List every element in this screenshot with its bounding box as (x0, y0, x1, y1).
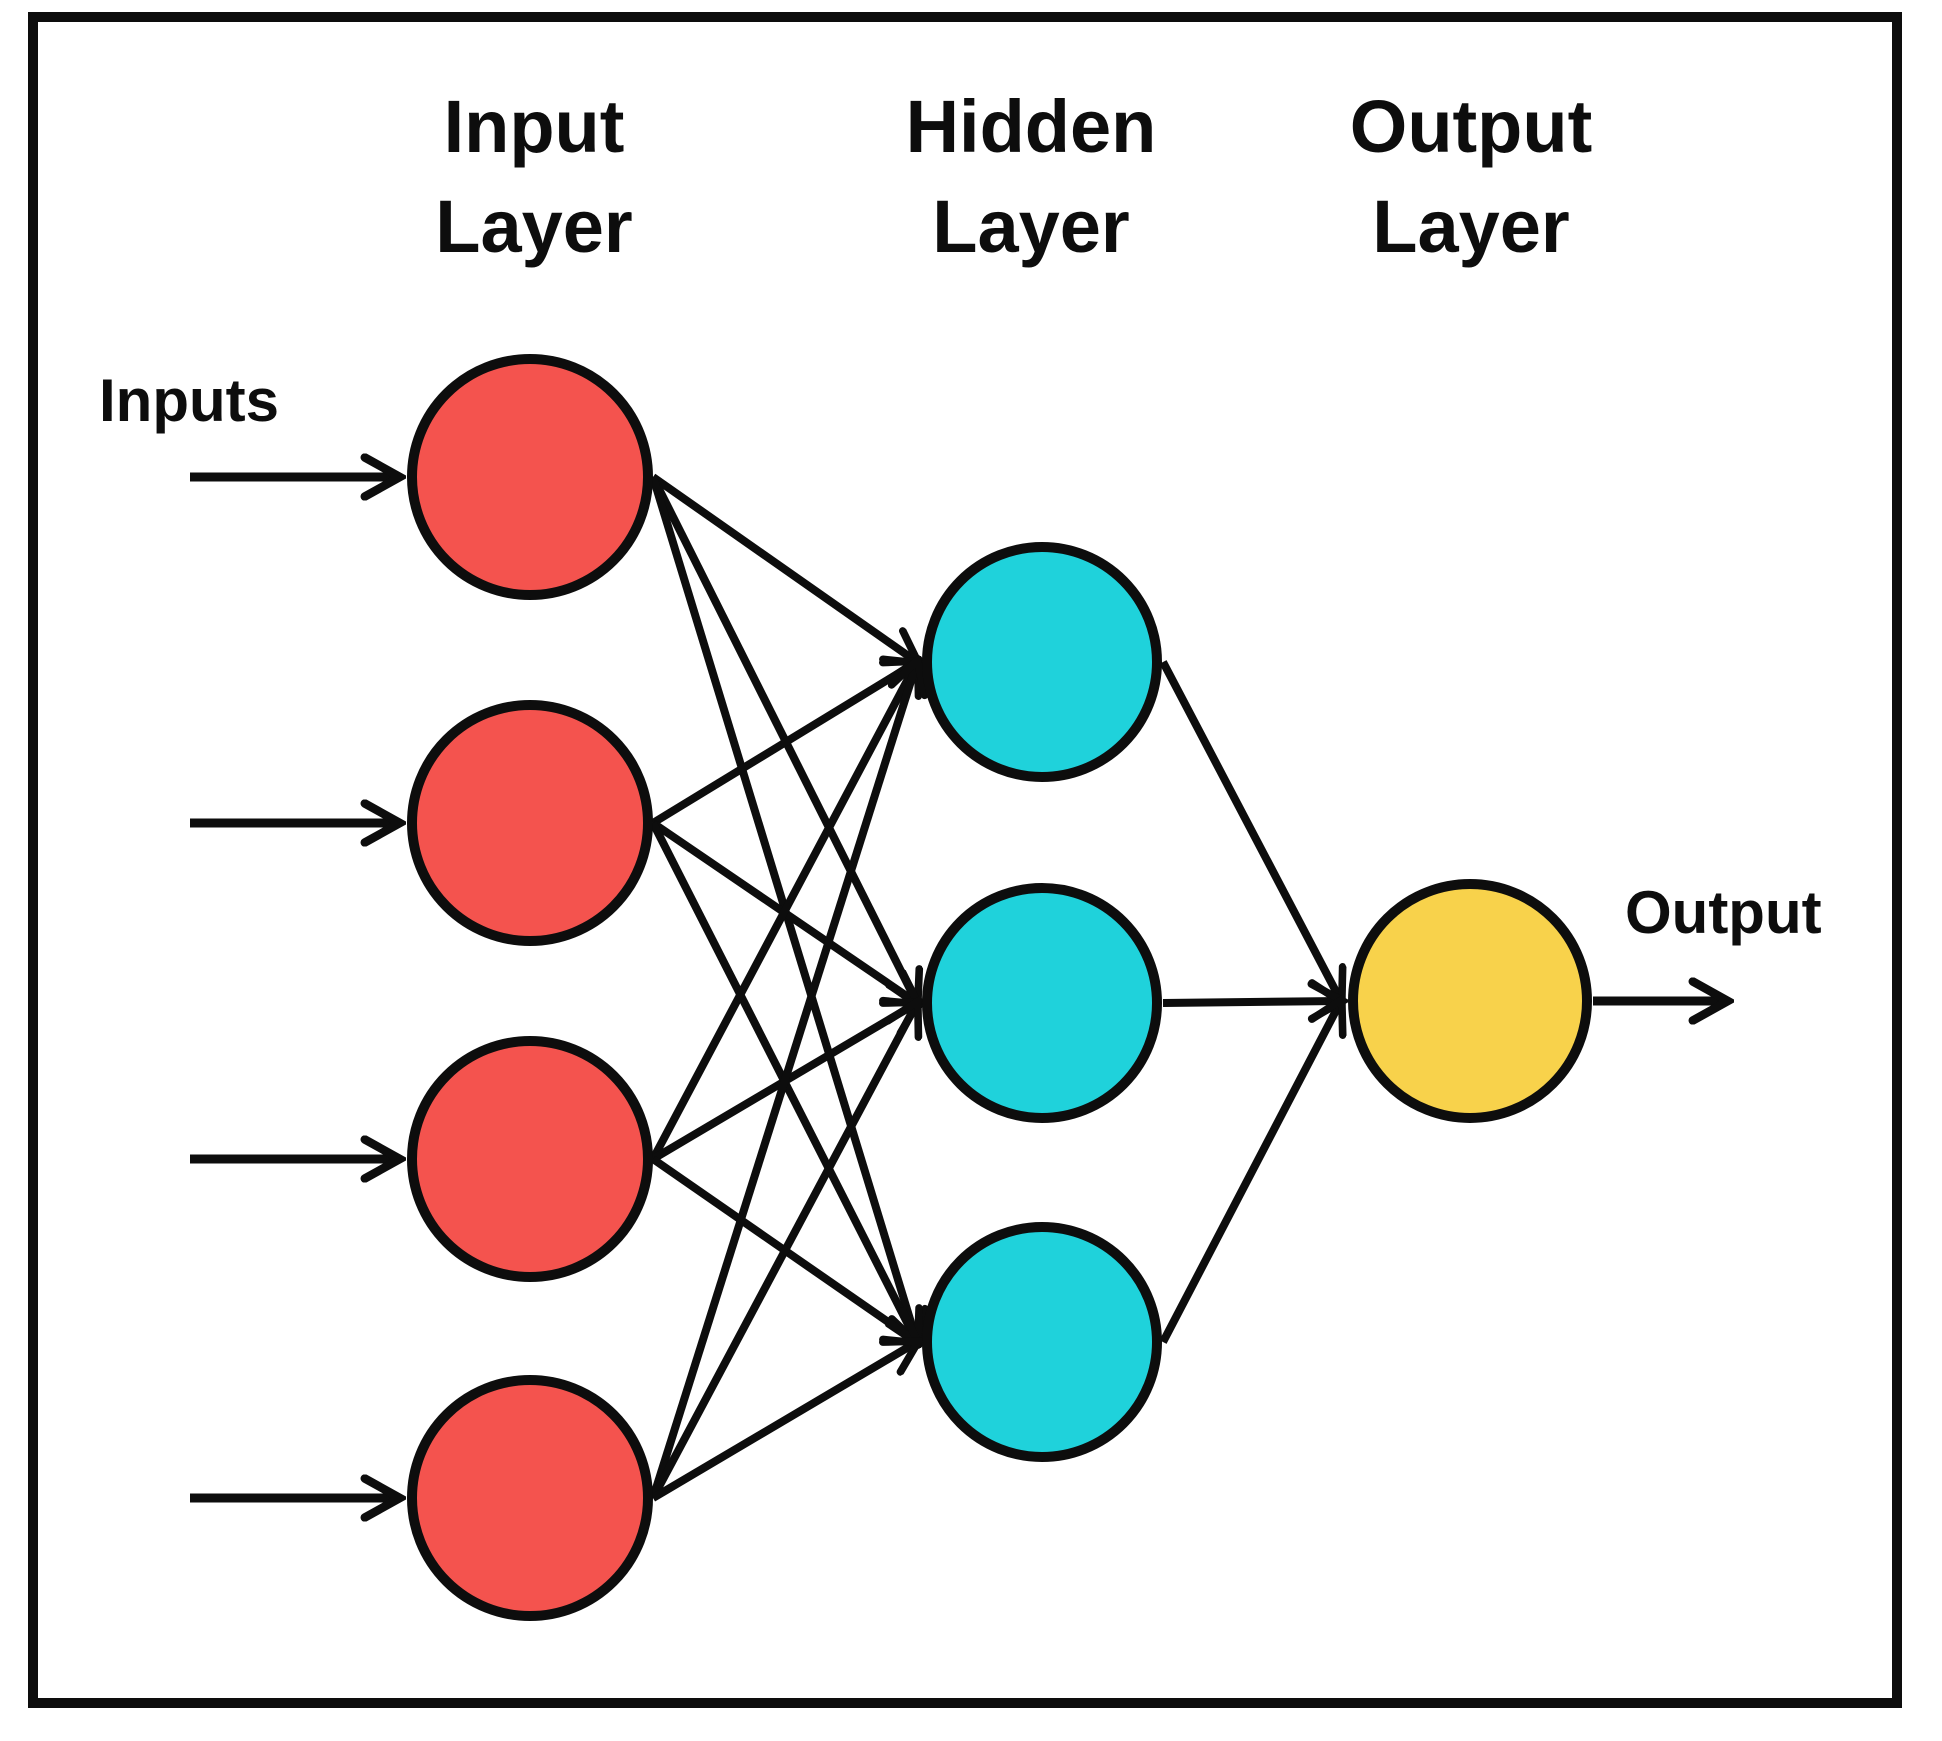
input-to-hidden-edges (649, 473, 917, 1502)
input-node-2 (407, 700, 653, 946)
input-node-1 (407, 354, 653, 600)
input-layer-nodes (407, 354, 653, 1621)
edge-i4-h2 (649, 1003, 917, 1500)
edge-i3-h1 (649, 662, 917, 1161)
edge-h1-o1 (1159, 660, 1341, 1001)
edge-i2-h1 (650, 662, 917, 827)
layer-titles: Input Layer Hidden Layer Output Layer (435, 85, 1592, 268)
hidden-to-output-edges (1159, 660, 1341, 1344)
hidden-node-1 (922, 542, 1162, 782)
output-layer-title-line2: Layer (1372, 185, 1569, 268)
input-node-4 (407, 1375, 653, 1621)
edge-i4-h1 (649, 662, 917, 1500)
hidden-layer-title-line2: Layer (932, 185, 1129, 268)
edge-h3-o1 (1159, 1001, 1341, 1344)
input-layer-title-line1: Input (444, 85, 625, 168)
edge-h2-o1 (1162, 1001, 1341, 1003)
hidden-layer-nodes (922, 542, 1162, 1462)
output-label: Output (1625, 879, 1822, 946)
hidden-node-2 (922, 883, 1162, 1123)
figure-border-frame (28, 12, 1902, 1708)
edge-i1-h1 (650, 473, 917, 662)
external-input-arrows (190, 477, 398, 1498)
output-layer-title-line1: Output (1350, 85, 1592, 168)
hidden-node-3 (922, 1222, 1162, 1462)
input-node-3 (407, 1036, 653, 1282)
edge-i4-h3 (650, 1342, 917, 1502)
inputs-label: Inputs (99, 367, 279, 434)
input-layer-title-line2: Layer (435, 185, 632, 268)
hidden-layer-title-line1: Hidden (906, 85, 1157, 168)
output-node-1 (1348, 879, 1592, 1123)
